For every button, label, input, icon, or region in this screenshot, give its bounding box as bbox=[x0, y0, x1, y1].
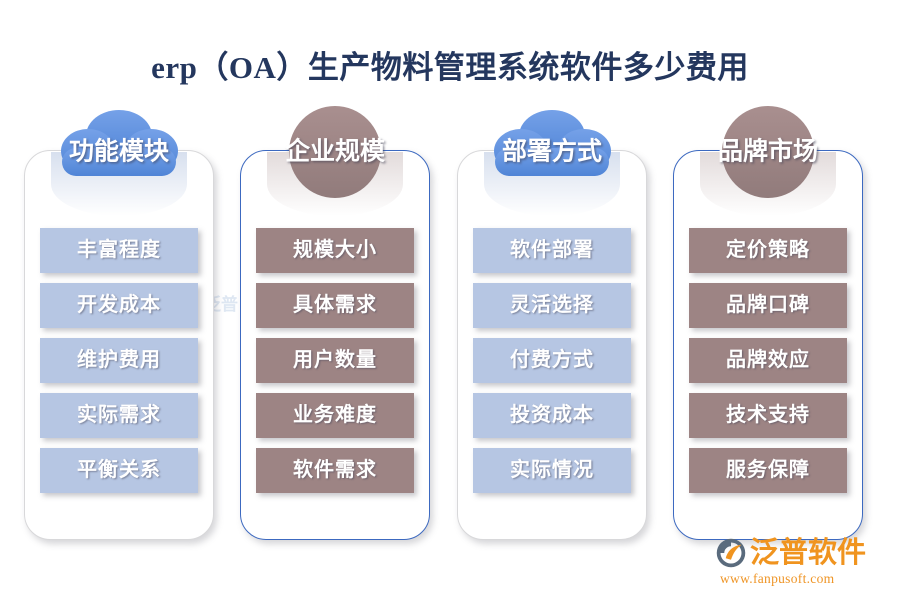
brand-logo[interactable]: 泛普软件 www.fanpusoft.com bbox=[716, 538, 884, 590]
column-header-badge: 品牌市场 bbox=[699, 106, 837, 198]
list-item[interactable]: 投资成本 bbox=[473, 393, 631, 438]
list-item[interactable]: 丰富程度 bbox=[40, 228, 198, 273]
logo-url: www.fanpusoft.com bbox=[720, 571, 835, 586]
list-item[interactable]: 服务保障 bbox=[689, 448, 847, 493]
list-item[interactable]: 定价策略 bbox=[689, 228, 847, 273]
item-list: 软件部署 灵活选择 付费方式 投资成本 实际情况 bbox=[457, 228, 647, 503]
item-list: 丰富程度 开发成本 维护费用 实际需求 平衡关系 bbox=[24, 228, 214, 503]
item-list: 定价策略 品牌口碑 品牌效应 技术支持 服务保障 bbox=[673, 228, 863, 503]
column-header-badge: 部署方式 bbox=[483, 106, 621, 198]
list-item[interactable]: 具体需求 bbox=[256, 283, 414, 328]
list-item[interactable]: 灵活选择 bbox=[473, 283, 631, 328]
list-item[interactable]: 开发成本 bbox=[40, 283, 198, 328]
list-item[interactable]: 实际需求 bbox=[40, 393, 198, 438]
list-item[interactable]: 实际情况 bbox=[473, 448, 631, 493]
fanpu-swoosh-icon bbox=[716, 538, 746, 568]
item-list: 规模大小 具体需求 用户数量 业务难度 软件需求 bbox=[240, 228, 430, 503]
list-item[interactable]: 规模大小 bbox=[256, 228, 414, 273]
category-column-functional-modules: 功能模块 丰富程度 开发成本 维护费用 实际需求 平衡关系 bbox=[24, 110, 214, 540]
list-item[interactable]: 技术支持 bbox=[689, 393, 847, 438]
column-header-badge: 功能模块 bbox=[50, 106, 188, 198]
list-item[interactable]: 平衡关系 bbox=[40, 448, 198, 493]
list-item[interactable]: 软件部署 bbox=[473, 228, 631, 273]
circle-icon bbox=[722, 106, 814, 198]
logo-name: 泛普软件 bbox=[750, 536, 867, 569]
circle-icon bbox=[289, 106, 381, 198]
cloud-icon bbox=[494, 110, 611, 176]
list-item[interactable]: 用户数量 bbox=[256, 338, 414, 383]
list-item[interactable]: 业务难度 bbox=[256, 393, 414, 438]
page-title: erp（OA）生产物料管理系统软件多少费用 bbox=[151, 50, 749, 85]
cloud-icon bbox=[61, 110, 178, 176]
column-header-badge: 企业规模 bbox=[266, 106, 404, 198]
list-item[interactable]: 品牌效应 bbox=[689, 338, 847, 383]
list-item[interactable]: 维护费用 bbox=[40, 338, 198, 383]
category-column-enterprise-scale: 企业规模 规模大小 具体需求 用户数量 业务难度 软件需求 bbox=[240, 106, 430, 540]
logo-row: 泛普软件 bbox=[716, 538, 866, 568]
category-column-deployment-mode: 部署方式 软件部署 灵活选择 付费方式 投资成本 实际情况 bbox=[457, 110, 647, 540]
list-item[interactable]: 软件需求 bbox=[256, 448, 414, 493]
list-item[interactable]: 品牌口碑 bbox=[689, 283, 847, 328]
category-column-brand-market: 品牌市场 定价策略 品牌口碑 品牌效应 技术支持 服务保障 bbox=[673, 106, 863, 540]
list-item[interactable]: 付费方式 bbox=[473, 338, 631, 383]
